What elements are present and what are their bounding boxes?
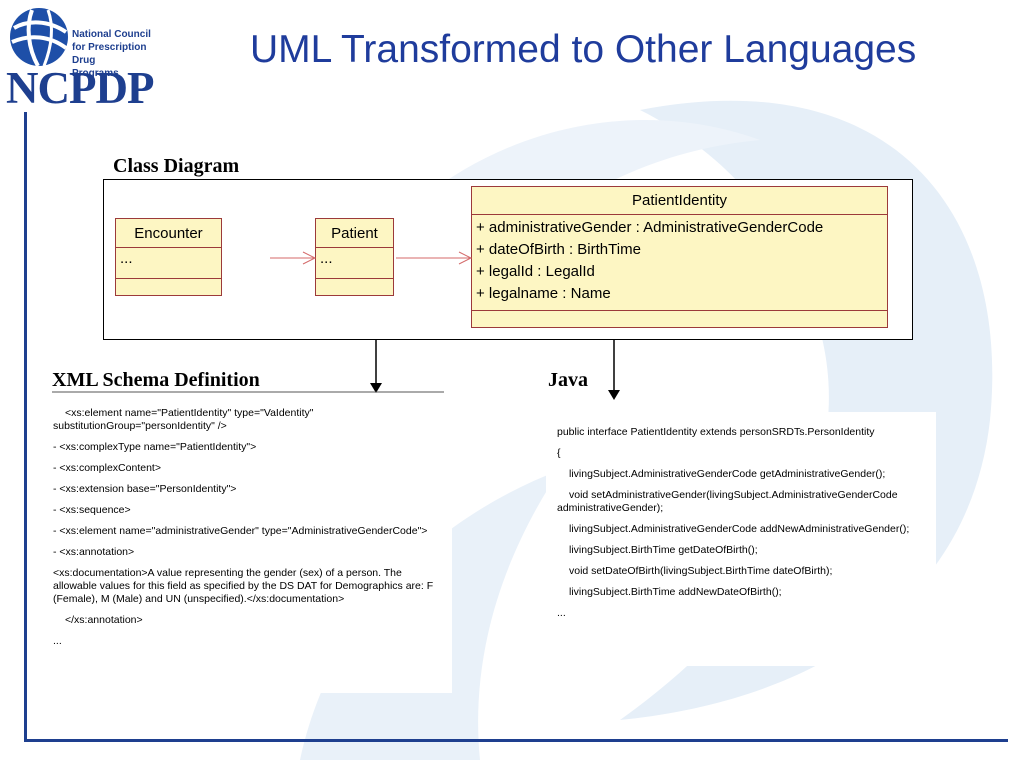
class-name: PatientIdentity bbox=[472, 187, 887, 215]
class-attribute: + administrativeGender : AdministrativeG… bbox=[476, 219, 824, 236]
logo-line-3: Programs bbox=[72, 68, 119, 79]
class-name: Encounter bbox=[116, 219, 221, 248]
logo-line-2: for Prescription Drug bbox=[72, 42, 147, 66]
ncpdp-logo: National Council for Prescription Drug P… bbox=[6, 4, 166, 113]
xml-line: - <xs:extension base="PersonIdentity"> bbox=[53, 483, 237, 495]
xml-line: <xs:documentation>A value representing t… bbox=[53, 567, 434, 605]
class-attribute: ... bbox=[120, 250, 133, 267]
logo-line-1: National Council bbox=[72, 29, 151, 40]
java-line: void setAdministrativeGender(livingSubje… bbox=[557, 489, 898, 514]
class-attribute: + dateOfBirth : BirthTime bbox=[476, 241, 641, 258]
java-panel: public interface PatientIdentity extends… bbox=[546, 412, 936, 666]
xml-line: - <xs:complexType name="PatientIdentity"… bbox=[53, 441, 257, 453]
java-line: livingSubject.AdministrativeGenderCode a… bbox=[569, 523, 910, 535]
xml-line: - <xs:element name="administrativeGender… bbox=[53, 525, 428, 537]
uml-class-patientidentity: PatientIdentity + administrativeGender :… bbox=[471, 186, 888, 328]
slide-title: UML Transformed to Other Languages bbox=[250, 28, 917, 71]
class-attribute: + legalname : Name bbox=[476, 285, 611, 302]
class-attribute: + legalId : LegalId bbox=[476, 263, 595, 280]
xml-line: ... bbox=[53, 635, 62, 647]
xml-line: - <xs:sequence> bbox=[53, 504, 131, 516]
java-line: livingSubject.BirthTime addNewDateOfBirt… bbox=[569, 586, 782, 598]
uml-class-patient: Patient ... bbox=[315, 218, 394, 296]
bottom-border-line bbox=[24, 739, 1008, 742]
xml-line: - <xs:annotation> bbox=[53, 546, 135, 558]
class-attribute: ... bbox=[320, 250, 333, 267]
uml-class-encounter: Encounter ... bbox=[115, 218, 222, 296]
class-diagram-heading: Class Diagram bbox=[113, 155, 240, 177]
class-name: Patient bbox=[316, 219, 393, 248]
java-line: ... bbox=[557, 607, 566, 619]
java-line: void setDateOfBirth(livingSubject.BirthT… bbox=[569, 565, 833, 577]
xml-line: </xs:annotation> bbox=[65, 614, 143, 626]
java-line: livingSubject.BirthTime getDateOfBirth()… bbox=[569, 544, 758, 556]
java-line: { bbox=[557, 447, 561, 459]
xml-line: <xs:element name="PatientIdentity" type=… bbox=[53, 407, 314, 432]
globe-logo-icon bbox=[10, 8, 68, 67]
java-heading: Java bbox=[548, 369, 588, 391]
xml-line: - <xs:complexContent> bbox=[53, 462, 161, 474]
java-line: livingSubject.AdministrativeGenderCode g… bbox=[569, 468, 886, 480]
xml-schema-heading: XML Schema Definition bbox=[52, 369, 260, 391]
xml-schema-panel: <xs:element name="PatientIdentity" type=… bbox=[48, 393, 452, 693]
java-line: public interface PatientIdentity extends… bbox=[557, 426, 875, 438]
left-border-line bbox=[24, 112, 27, 742]
logo-acronym: NCPDP bbox=[6, 63, 154, 113]
